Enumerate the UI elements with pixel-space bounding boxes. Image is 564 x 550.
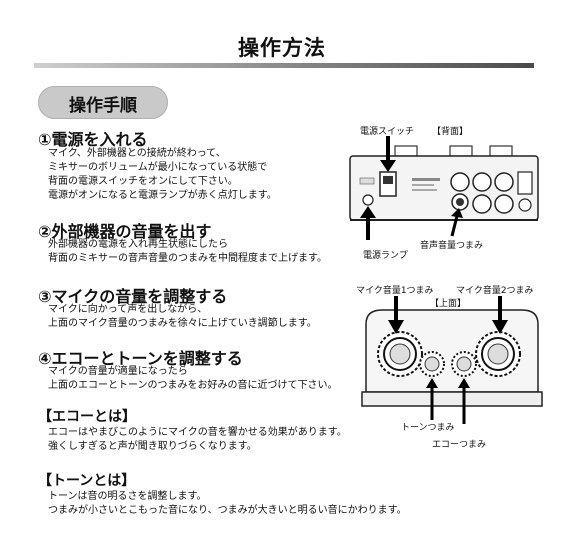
step-3-body: マイクに向かって声を出しながら、 上面のマイク音量のつまみを徐々に上げていき調節… [48, 303, 317, 331]
power-lamp-label: 電源ランプ [363, 251, 408, 261]
step-2-body: 外部機器の電源を入れ再生状態にしたら 背面のミキサーの音声音量のつまみを中間程度… [48, 238, 327, 266]
step-1-line-3: 背面の電源スイッチをオンにして下さい。 [48, 176, 238, 187]
mic2-volume-label: マイク音量2つまみ [456, 286, 534, 296]
step-3-title: ③マイクの音量を調整する [38, 287, 228, 306]
step-1-line-1: マイク、外部機器との接続が終わって、 [48, 148, 226, 159]
mic1-volume-label: マイク音量1つまみ [356, 286, 434, 296]
tone-knob-label: トーンつまみ [401, 423, 455, 433]
step-2-line-2: 背面のミキサーの音声音量のつまみを中間程度まで上げます。 [48, 253, 327, 264]
step-4-title: ④エコーとトーンを調整する [38, 349, 243, 368]
echo-line-2: 強くしすぎると声が聞き取りづらくなります。 [48, 441, 257, 452]
step-1-title: ①電源を入れる [38, 130, 148, 149]
step-2-line-1: 外部機器の電源を入れ再生状態にしたら [48, 239, 228, 250]
section-heading-pill: 操作手順 [38, 86, 168, 119]
echo-line-1: エコーはやまびこのようにマイクの音を響かせる効果があります。 [48, 427, 347, 438]
tone-line-1: トーンは音の明るさを調整します。 [48, 491, 207, 502]
step-4-body: マイクの音量が適量になったら 上面のエコーとトーンのつまみをお好みの音に近づけて… [48, 365, 338, 393]
step-4-line-2: 上面のエコーとトーンのつまみをお好みの音に近づけて下さい。 [48, 380, 338, 391]
step-3-line-1: マイクに向かって声を出しながら、 [48, 304, 208, 315]
echo-body: エコーはやまびこのようにマイクの音を響かせる効果があります。 強くしすぎると声が… [48, 426, 347, 454]
echo-title: 【エコーとは】 [38, 409, 136, 425]
step-3-line-2: 上面のマイク音量のつまみを徐々に上げていき調節します。 [48, 318, 317, 329]
rear-panel-diagram [349, 136, 539, 240]
step-1-line-2: ミキサーのボリュームが最小になっている状態で [48, 162, 268, 173]
step-1-body: マイク、外部機器との接続が終わって、 ミキサーのボリュームが最小になっている状態… [48, 147, 277, 203]
tone-body: トーンは音の明るさを調整します。 つまみが小さいとこもった音になり、つまみが大き… [48, 490, 407, 518]
step-4-line-1: マイクの音量が適量になったら [48, 366, 188, 377]
top-panel-diagram [361, 296, 543, 424]
step-2-title: ②外部機器の音量を出す [38, 222, 212, 241]
section-heading-text: 操作手順 [69, 96, 137, 116]
rear-view-label: 【背面】 [432, 127, 469, 137]
tone-line-2: つまみが小さいとこもった音になり、つまみが大きいと明るい音にかわります。 [48, 505, 407, 516]
top-view-label: 【上面】 [430, 299, 467, 309]
title-underline [34, 63, 534, 68]
page-title: 操作方法 [238, 36, 326, 60]
echo-knob-label: エコーつまみ [432, 440, 487, 450]
power-switch-label: 電源スイッチ [360, 127, 415, 137]
step-1-line-4: 電源がオンになると電源ランプが赤く点灯します。 [48, 190, 277, 201]
tone-title: 【トーンとは】 [38, 473, 136, 489]
audio-volume-knob-label: 音声音量つまみ [420, 241, 484, 251]
